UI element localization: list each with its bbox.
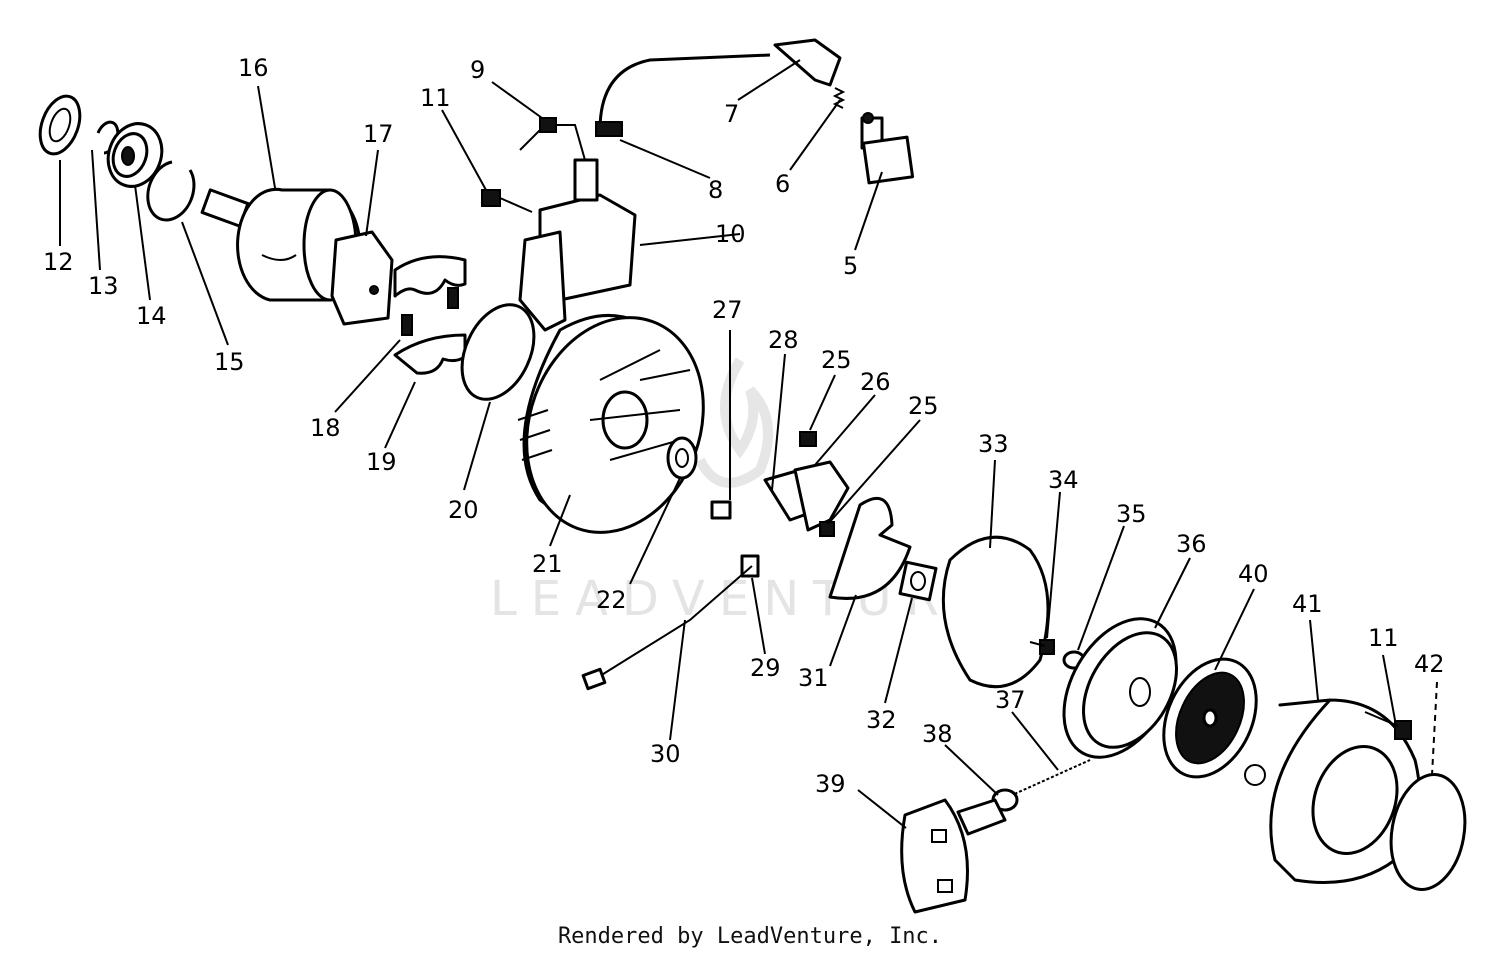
part-ignition-coil (518, 53, 771, 332)
callout-6: 6 (775, 170, 790, 198)
part-screw (1029, 639, 1055, 655)
part-clutch-shoe-cover (330, 230, 394, 326)
callout-37: 37 (995, 686, 1026, 714)
callout-labels: 5 6 7 8 9 10 11 12 13 14 15 16 17 18 19 … (43, 54, 1445, 798)
part-flywheel (517, 314, 705, 534)
callout-14: 14 (136, 302, 167, 330)
callout-42: 42 (1414, 650, 1445, 678)
callout-8: 8 (708, 176, 723, 204)
footer-credit: Rendered by LeadVenture, Inc. (557, 924, 943, 949)
leader-lines (59, 59, 1438, 829)
part-spark-plug (860, 112, 915, 185)
part-seal (38, 94, 82, 156)
callout-41: 41 (1292, 590, 1323, 618)
callout-35: 35 (1116, 500, 1147, 528)
part-starter-housing (1244, 698, 1421, 884)
watermark-flame-icon (695, 357, 773, 488)
callout-31: 31 (798, 664, 829, 692)
part-clutch-shoes (393, 255, 467, 375)
part-stop-wire (581, 554, 760, 691)
callout-10: 10 (715, 220, 746, 248)
part-key (710, 500, 732, 520)
part-plate (460, 303, 536, 401)
callout-17: 17 (363, 120, 394, 148)
callout-9: 9 (470, 56, 485, 84)
part-flywheel-nut (666, 436, 698, 480)
part-recoil-spring (1162, 657, 1258, 779)
callout-25-lower: 25 (908, 392, 939, 420)
callout-20: 20 (448, 496, 479, 524)
callout-16: 16 (238, 54, 269, 82)
part-circlip (146, 160, 196, 222)
callout-13: 13 (88, 272, 119, 300)
part-bolt-right (1364, 711, 1412, 740)
callout-18: 18 (310, 414, 341, 442)
part-ignition-module (763, 431, 850, 537)
callout-11: 11 (420, 84, 451, 112)
callout-27: 27 (712, 296, 743, 324)
callout-25: 25 (821, 346, 852, 374)
callout-30: 30 (650, 740, 681, 768)
part-bearing (106, 122, 164, 188)
callout-21: 21 (532, 550, 563, 578)
callout-34: 34 (1048, 466, 1079, 494)
callout-26: 26 (860, 368, 891, 396)
callout-32: 32 (866, 706, 897, 734)
callout-7: 7 (724, 100, 739, 128)
callout-15: 15 (214, 348, 245, 376)
callout-33: 33 (978, 430, 1009, 458)
callout-36: 36 (1176, 530, 1207, 558)
callout-22: 22 (596, 586, 627, 614)
callout-28: 28 (768, 326, 799, 354)
callout-12: 12 (43, 248, 74, 276)
part-starter-rope (1009, 759, 1091, 797)
part-nut (898, 560, 938, 602)
callout-11-right: 11 (1368, 624, 1399, 652)
part-cover-cap (1389, 773, 1467, 891)
callout-29: 29 (750, 654, 781, 682)
part-bolt-top (481, 189, 533, 213)
callout-39: 39 (815, 770, 846, 798)
callout-40: 40 (1238, 560, 1269, 588)
part-starter-handle (900, 798, 1007, 914)
part-gasket (941, 535, 1050, 689)
part-pawl (828, 496, 912, 600)
callout-38: 38 (922, 720, 953, 748)
callout-19: 19 (366, 448, 397, 476)
part-spark-plug-cap (773, 38, 842, 87)
callout-5: 5 (843, 252, 858, 280)
part-starter-pulley (1062, 617, 1178, 759)
